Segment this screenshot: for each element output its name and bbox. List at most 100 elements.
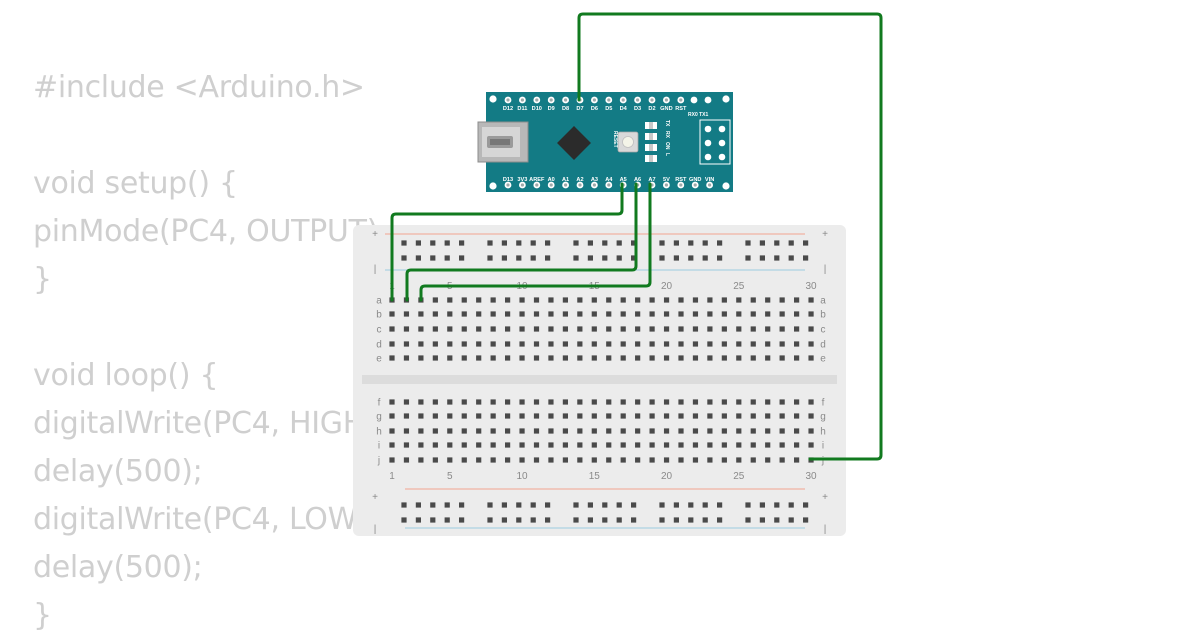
breadboard-hole[interactable] — [461, 442, 467, 448]
breadboard-hole[interactable] — [403, 355, 410, 361]
breadboard-hole[interactable] — [476, 355, 482, 361]
rail-hole[interactable] — [444, 240, 450, 246]
breadboard-hole[interactable] — [461, 326, 467, 332]
rail-hole[interactable] — [745, 255, 751, 261]
breadboard-hole[interactable] — [765, 399, 771, 405]
breadboard-hole[interactable] — [447, 413, 453, 419]
rail-hole[interactable] — [587, 502, 593, 508]
breadboard-hole[interactable] — [765, 413, 771, 419]
breadboard-hole[interactable] — [461, 311, 467, 317]
rail-hole[interactable] — [659, 240, 665, 246]
breadboard-hole[interactable] — [591, 341, 597, 347]
rail-hole[interactable] — [487, 240, 493, 246]
breadboard-hole[interactable] — [721, 442, 727, 448]
rail-hole[interactable] — [415, 240, 421, 246]
breadboard-hole[interactable] — [765, 428, 771, 434]
breadboard-hole[interactable] — [533, 311, 540, 317]
breadboard-hole[interactable] — [389, 413, 395, 419]
breadboard-hole[interactable] — [447, 355, 453, 361]
breadboard-hole[interactable] — [577, 428, 583, 434]
rail-hole[interactable] — [702, 255, 708, 261]
rail-hole[interactable] — [545, 517, 551, 523]
breadboard-hole[interactable] — [533, 457, 540, 463]
wires[interactable] — [390, 12, 883, 461]
breadboard-hole[interactable] — [591, 457, 597, 463]
breadboard-hole[interactable] — [389, 399, 395, 405]
breadboard-hole[interactable] — [736, 326, 742, 332]
breadboard-hole[interactable] — [736, 341, 742, 347]
breadboard-hole[interactable] — [548, 413, 554, 419]
rail-hole[interactable] — [459, 240, 465, 246]
breadboard-hole[interactable] — [389, 341, 395, 347]
breadboard-hole[interactable] — [461, 355, 467, 361]
breadboard-hole[interactable] — [548, 399, 554, 405]
rail-hole[interactable] — [459, 502, 465, 508]
breadboard-hole[interactable] — [765, 311, 771, 317]
breadboard-hole[interactable] — [736, 399, 742, 405]
rail-hole[interactable] — [717, 255, 723, 261]
breadboard-hole[interactable] — [548, 355, 554, 361]
breadboard-hole[interactable] — [548, 341, 554, 347]
rail-hole[interactable] — [717, 502, 723, 508]
breadboard-hole[interactable] — [779, 297, 785, 303]
breadboard-hole[interactable] — [620, 341, 626, 347]
breadboard-hole[interactable] — [476, 341, 482, 347]
breadboard-hole[interactable] — [808, 413, 814, 419]
wire-a6-to-a2[interactable] — [405, 182, 638, 302]
breadboard-hole[interactable] — [692, 355, 699, 361]
rail-hole[interactable] — [702, 240, 708, 246]
breadboard-hole[interactable] — [533, 399, 540, 405]
breadboard-hole[interactable] — [663, 399, 670, 405]
breadboard-hole[interactable] — [620, 457, 626, 463]
breadboard-hole[interactable] — [519, 399, 525, 405]
breadboard-hole[interactable] — [606, 413, 612, 419]
breadboard-hole[interactable] — [490, 326, 496, 332]
nano-pin-top[interactable] — [704, 96, 712, 104]
rail-hole[interactable] — [516, 517, 522, 523]
breadboard-hole[interactable] — [779, 399, 785, 405]
breadboard-hole[interactable] — [736, 442, 742, 448]
breadboard-hole[interactable] — [490, 413, 496, 419]
breadboard-hole[interactable] — [692, 311, 699, 317]
breadboard-hole[interactable] — [794, 355, 800, 361]
breadboard-hole[interactable] — [678, 341, 684, 347]
breadboard-hole[interactable] — [447, 442, 453, 448]
rail-hole[interactable] — [774, 502, 780, 508]
breadboard-hole[interactable] — [678, 457, 684, 463]
breadboard-hole[interactable] — [663, 457, 670, 463]
breadboard-hole[interactable] — [418, 428, 424, 434]
breadboard-hole[interactable] — [519, 297, 525, 303]
breadboard-hole[interactable] — [562, 399, 568, 405]
breadboard-hole[interactable] — [707, 457, 713, 463]
rail-hole[interactable] — [444, 517, 450, 523]
breadboard-hole[interactable] — [707, 341, 713, 347]
rail-hole[interactable] — [573, 240, 579, 246]
breadboard-hole[interactable] — [765, 297, 771, 303]
breadboard-hole[interactable] — [505, 355, 511, 361]
breadboard-hole[interactable] — [533, 297, 540, 303]
breadboard-hole[interactable] — [577, 413, 583, 419]
breadboard-hole[interactable] — [692, 341, 699, 347]
breadboard-hole[interactable] — [505, 413, 511, 419]
rail-hole[interactable] — [587, 240, 593, 246]
breadboard-hole[interactable] — [519, 457, 525, 463]
rail-hole[interactable] — [487, 502, 493, 508]
breadboard-hole[interactable] — [779, 457, 785, 463]
rail-hole[interactable] — [459, 517, 465, 523]
breadboard-hole[interactable] — [403, 326, 410, 332]
breadboard-hole[interactable] — [707, 442, 713, 448]
breadboard-hole[interactable] — [403, 399, 410, 405]
breadboard-hole[interactable] — [779, 442, 785, 448]
breadboard-hole[interactable] — [736, 413, 742, 419]
breadboard-hole[interactable] — [750, 341, 756, 347]
breadboard-hole[interactable] — [663, 311, 670, 317]
rail-hole[interactable] — [602, 502, 608, 508]
rail-hole[interactable] — [673, 517, 679, 523]
breadboard-hole[interactable] — [721, 297, 727, 303]
rail-hole[interactable] — [573, 255, 579, 261]
breadboard-hole[interactable] — [707, 413, 713, 419]
breadboard-hole[interactable] — [635, 442, 641, 448]
rail-hole[interactable] — [774, 255, 780, 261]
breadboard-hole[interactable] — [533, 413, 540, 419]
